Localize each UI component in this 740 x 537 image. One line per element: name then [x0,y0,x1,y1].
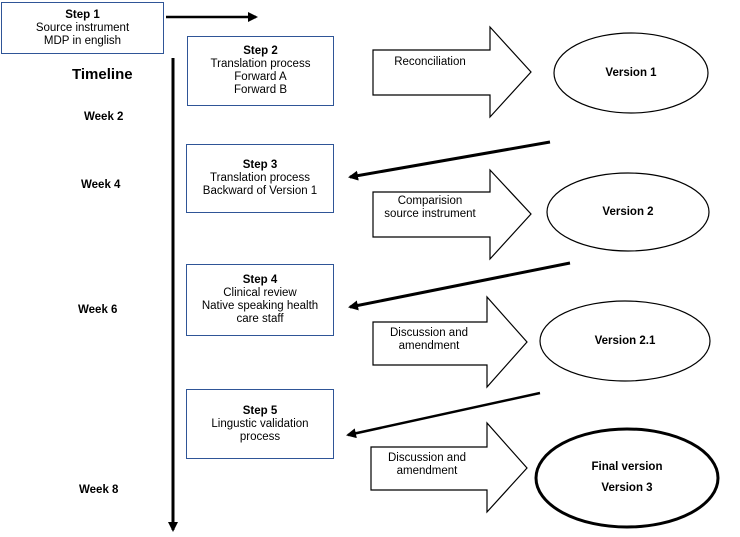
action-label-line: amendment [396,465,458,477]
step-5-box: Step 5 Lingustic validation process [186,389,334,459]
step-2-line: Forward B [233,84,288,96]
step-1-box: Step 1 Source instrument MDP in english [1,2,164,54]
step-3-line: Backward of Version 1 [202,185,318,197]
version-label-line: Final version [591,461,663,473]
step-5-line: Lingustic validation [211,417,309,430]
version-label-line: Version 1 [605,67,657,79]
step-2-title: Step 2 [243,45,278,57]
feedback-arrow-2 [348,261,571,311]
action-label-1: Reconciliation [374,56,486,69]
step-5-title: Step 5 [242,404,278,417]
action-label-line: Comparision [397,195,463,207]
version-label-line: Version 3 [601,482,653,494]
version-ellipse-2 [546,172,710,252]
block-arrow-4 [370,421,528,514]
step-4-line: care staff [236,313,284,325]
version-ellipse-3 [539,300,711,382]
version-ellipse-1 [553,32,709,114]
block-arrow-2 [372,168,532,261]
step-1-title: Step 1 [65,8,100,21]
step-2-line: Translation process [210,58,311,70]
week-label-8: Week 8 [79,484,119,496]
step-4-line: Clinical review [223,287,297,299]
action-label-line: amendment [398,340,460,352]
block-arrow-1 [372,25,532,119]
step-4-title: Step 4 [242,274,278,286]
step-4-box: Step 4 Clinical review Native speaking h… [186,264,334,336]
week-label-4: Week 4 [81,179,121,191]
action-label-line: source instrument [384,208,476,220]
block-arrow-3 [372,295,528,389]
action-label-line: Discussion and [390,327,468,339]
step-1-line: Source instrument [35,21,130,34]
action-label-line: Reconciliation [394,56,466,68]
version-label-line [567,474,687,482]
version-label-2: Version 2 [568,206,688,219]
step-3-box: Step 3 Translation process Backward of V… [186,144,334,213]
version-ellipse-final [534,427,720,529]
feedback-arrow-1 [348,140,551,181]
step-5-line: process [239,430,281,443]
timeline-title: Timeline [72,66,133,83]
version-label-line: Version 2 [602,206,654,218]
step-1-line: MDP in english [43,34,122,47]
week-label-2: Week 2 [84,111,124,123]
feedback-arrow-3 [346,391,541,439]
action-label-4: Discussion and amendment [372,452,482,478]
version-label-3: Version 2.1 [565,335,685,348]
action-label-2: Comparision source instrument [374,195,486,221]
version-label-line: Version 2.1 [594,335,656,347]
week-label-6: Week 6 [78,304,118,316]
step-3-line: Translation process [210,172,310,184]
step-3-title: Step 3 [242,159,278,171]
version-label-final: Final version Version 3 [567,461,687,495]
action-label-3: Discussion and amendment [374,327,484,353]
version-label-1: Version 1 [571,67,691,80]
step-2-line: Forward A [234,71,287,83]
step-4-line: Native speaking health [201,300,319,312]
step-2-box: Step 2 Translation process Forward A For… [187,36,334,106]
action-label-line: Discussion and [388,452,466,464]
